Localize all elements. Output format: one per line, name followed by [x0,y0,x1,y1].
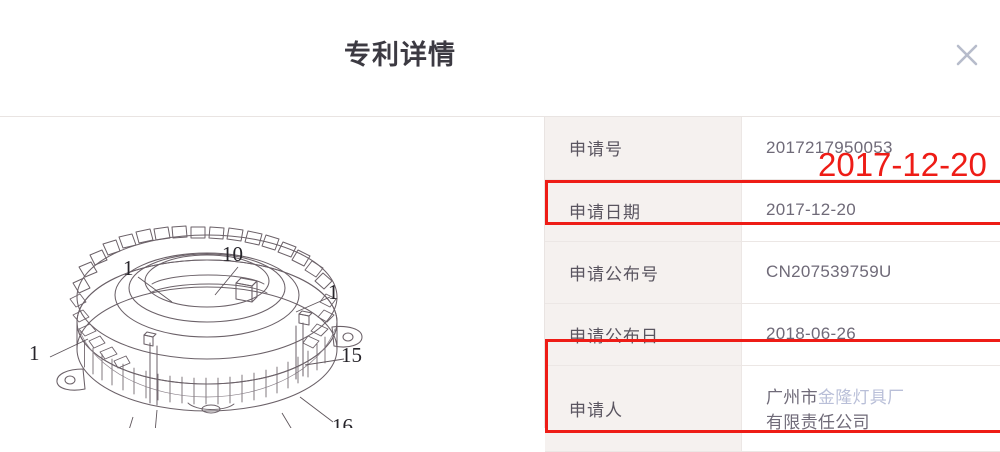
table-row: 申请公布日 2018-06-26 [545,303,1000,365]
figure-ref-16a: 16 [332,414,353,428]
patent-figure-pane: 1 10 1 1 15 16 1 15 16 [0,117,545,428]
table-row: 申请公布号 CN207539759U [545,241,1000,303]
field-label-publication-date: 申请公布日 [545,303,742,365]
field-value-application-number: 2017217950053 [742,117,1000,179]
patent-detail-modal: 专利详情 [0,0,1000,428]
field-value-application-date: 2017-12-20 [742,179,1000,241]
figure-ref-1a: 1 [123,256,134,280]
field-label-application-date: 申请日期 [545,179,742,241]
applicant-name-part3: 有限责任公司 [766,413,870,432]
page-title: 专利详情 [0,38,800,72]
close-icon [953,41,981,69]
close-button[interactable] [942,30,992,80]
table-row: 申请人 广州市金隆灯具厂 有限责任公司 [545,365,1000,451]
field-value-applicant[interactable]: 广州市金隆灯具厂 有限责任公司 [742,365,1000,451]
field-value-publication-date: 2018-06-26 [742,303,1000,365]
field-label-application-number: 申请号 [545,117,742,179]
figure-ref-1c: 1 [29,341,40,365]
modal-header: 专利详情 [0,0,1000,117]
table-row: 申请日期 2017-12-20 [545,179,1000,241]
patent-drawing-image: 1 10 1 1 15 16 1 15 16 [0,117,545,428]
patent-details-table: 申请号 2017217950053 申请日期 2017-12-20 申请公布号 … [545,117,1000,452]
field-value-publication-number: CN207539759U [742,241,1000,303]
figure-ref-15a: 15 [341,343,362,367]
applicant-name-part2: 金隆灯具厂 [818,388,905,407]
modal-body: 1 10 1 1 15 16 1 15 16 申请号 2017217950 [0,117,1000,428]
field-label-applicant: 申请人 [545,365,742,451]
table-row: 申请号 2017217950053 [545,117,1000,179]
patent-info-pane: 申请号 2017217950053 申请日期 2017-12-20 申请公布号 … [545,117,1000,428]
field-label-publication-number: 申请公布号 [545,241,742,303]
figure-ref-1b: 1 [328,280,339,304]
applicant-name-part1: 广州市 [766,388,818,407]
figure-ref-10: 10 [222,242,243,266]
